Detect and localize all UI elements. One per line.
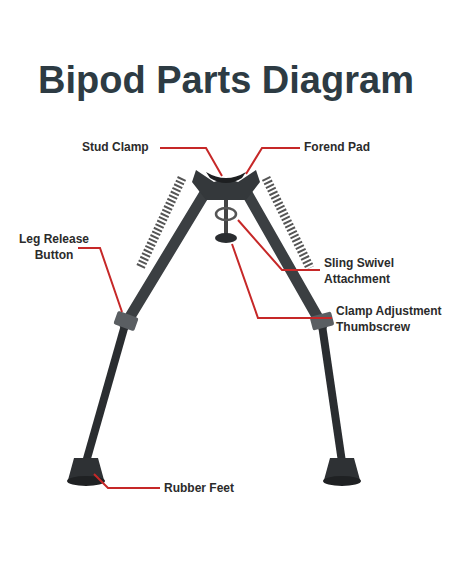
left-lower-leg xyxy=(86,325,125,462)
leader-line xyxy=(246,148,300,174)
diagram-title: Bipod Parts Diagram xyxy=(0,58,452,104)
part-label: Leg Release Button xyxy=(6,232,102,263)
thumbscrew-knob xyxy=(215,233,237,243)
right-foot-base xyxy=(323,476,361,486)
left-spring xyxy=(140,178,182,268)
part-label: Sling Swivel Attachment xyxy=(324,256,434,287)
part-label: Clamp Adjustment Thumbscrew xyxy=(336,304,446,335)
clamp-screw xyxy=(224,200,228,236)
leader-line xyxy=(232,244,332,318)
leader-line xyxy=(160,148,222,176)
right-upper-leg xyxy=(244,188,322,325)
right-lower-leg xyxy=(322,325,342,462)
part-label: Forend Pad xyxy=(304,140,394,156)
left-leg-release xyxy=(113,311,138,332)
part-label: Rubber Feet xyxy=(164,481,264,497)
left-foot-base xyxy=(67,476,105,486)
part-label: Stud Clamp xyxy=(82,140,162,156)
leader-line xyxy=(238,220,320,270)
left-upper-leg xyxy=(125,188,208,325)
sling-swivel xyxy=(216,208,236,220)
forend-pad xyxy=(206,172,246,183)
mount-body xyxy=(192,170,260,200)
leader-line xyxy=(94,474,160,488)
leader-line xyxy=(78,248,122,312)
right-leg-release xyxy=(310,311,335,330)
